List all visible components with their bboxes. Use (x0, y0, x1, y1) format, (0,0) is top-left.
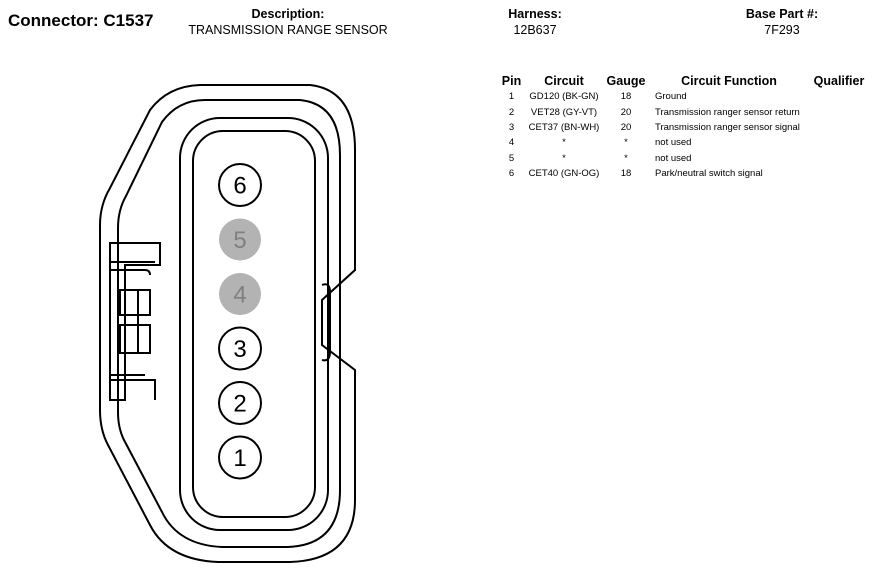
cell-function: Park/neutral switch signal (655, 168, 763, 180)
harness-block: Harness: 12B637 (498, 7, 572, 39)
pin-5-label: 5 (233, 227, 246, 254)
connector-side-notch (321, 283, 331, 362)
pin-1-label: 1 (233, 445, 246, 472)
cell-circuit: CET37 (BN-WH) (528, 121, 600, 133)
connector-housing-outer (99, 84, 356, 563)
pinout-header-row: Pin Circuit Gauge Circuit Function Quali… (498, 72, 869, 89)
header-qualifier: Qualifier (813, 73, 865, 88)
cell-pin: 6 (508, 168, 515, 180)
base-part-value: 7F293 (764, 23, 800, 37)
cell-function: Ground (655, 91, 687, 103)
pin-4-circle (219, 273, 261, 315)
cell-function: not used (655, 137, 692, 149)
cell-gauge: 18 (620, 168, 632, 180)
pin-2-circle (218, 381, 262, 425)
cell-pin: 1 (508, 91, 515, 103)
cell-function: Transmission ranger sensor signal (655, 121, 800, 133)
cell-pin: 4 (508, 137, 515, 149)
harness-value: 12B637 (513, 23, 557, 37)
pinout-table: Pin Circuit Gauge Circuit Function Quali… (498, 72, 869, 181)
base-part-block: Base Part #: 7F293 (730, 7, 834, 39)
header-function: Circuit Function (681, 73, 777, 88)
header-gauge: Gauge (606, 73, 646, 88)
cell-circuit: CET40 (GN-OG) (528, 168, 600, 180)
pin-3-circle (218, 326, 262, 371)
table-row: 6 CET40 (GN-OG) 18 Park/neutral switch s… (498, 166, 869, 181)
cell-gauge: 20 (620, 121, 632, 133)
cell-function: Transmission ranger sensor return (655, 106, 800, 118)
cell-circuit: GD120 (BK-GN) (529, 91, 599, 103)
description-value: TRANSMISSION RANGE SENSOR (188, 23, 388, 37)
header-pin: Pin (501, 73, 522, 88)
cell-gauge: * (624, 152, 628, 164)
pin-6-circle (218, 163, 262, 207)
connector-latch (109, 242, 161, 401)
cell-pin: 3 (508, 121, 515, 133)
table-row: 1 GD120 (BK-GN) 18 Ground (498, 89, 869, 104)
description-block: Description: TRANSMISSION RANGE SENSOR (182, 7, 394, 39)
cell-circuit: * (562, 137, 566, 149)
cell-function: not used (655, 152, 692, 164)
cell-pin: 5 (508, 152, 515, 164)
pin-3-label: 3 (233, 336, 246, 363)
table-row: 5 * * not used (498, 151, 869, 166)
connector-housing-inner (117, 99, 341, 548)
harness-label: Harness: (508, 7, 562, 21)
cell-circuit: * (562, 152, 566, 164)
base-part-label: Base Part #: (745, 7, 819, 21)
pin-6-label: 6 (233, 173, 246, 200)
pin-cavity-outer (179, 117, 329, 531)
cell-pin: 2 (508, 106, 515, 118)
table-row: 4 * * not used (498, 135, 869, 150)
pin-1-circle (218, 435, 262, 480)
table-row: 2 VET28 (GY-VT) 20 Transmission ranger s… (498, 104, 869, 119)
cell-circuit: VET28 (GY-VT) (530, 106, 598, 118)
header-circuit: Circuit (544, 73, 584, 88)
cell-gauge: 20 (620, 106, 632, 118)
pin-5-circle (219, 218, 261, 261)
table-row: 3 CET37 (BN-WH) 20 Transmission ranger s… (498, 120, 869, 135)
pin-2-label: 2 (233, 391, 246, 418)
connector-title: Connector: C1537 (8, 11, 154, 30)
pin-cavity-inner (192, 130, 316, 518)
cell-gauge: * (624, 137, 628, 149)
pin-4-label: 4 (233, 282, 246, 309)
cell-gauge: 18 (620, 91, 632, 103)
pin-group: 6 5 4 3 2 1 (218, 163, 262, 480)
description-label: Description: (251, 7, 325, 21)
